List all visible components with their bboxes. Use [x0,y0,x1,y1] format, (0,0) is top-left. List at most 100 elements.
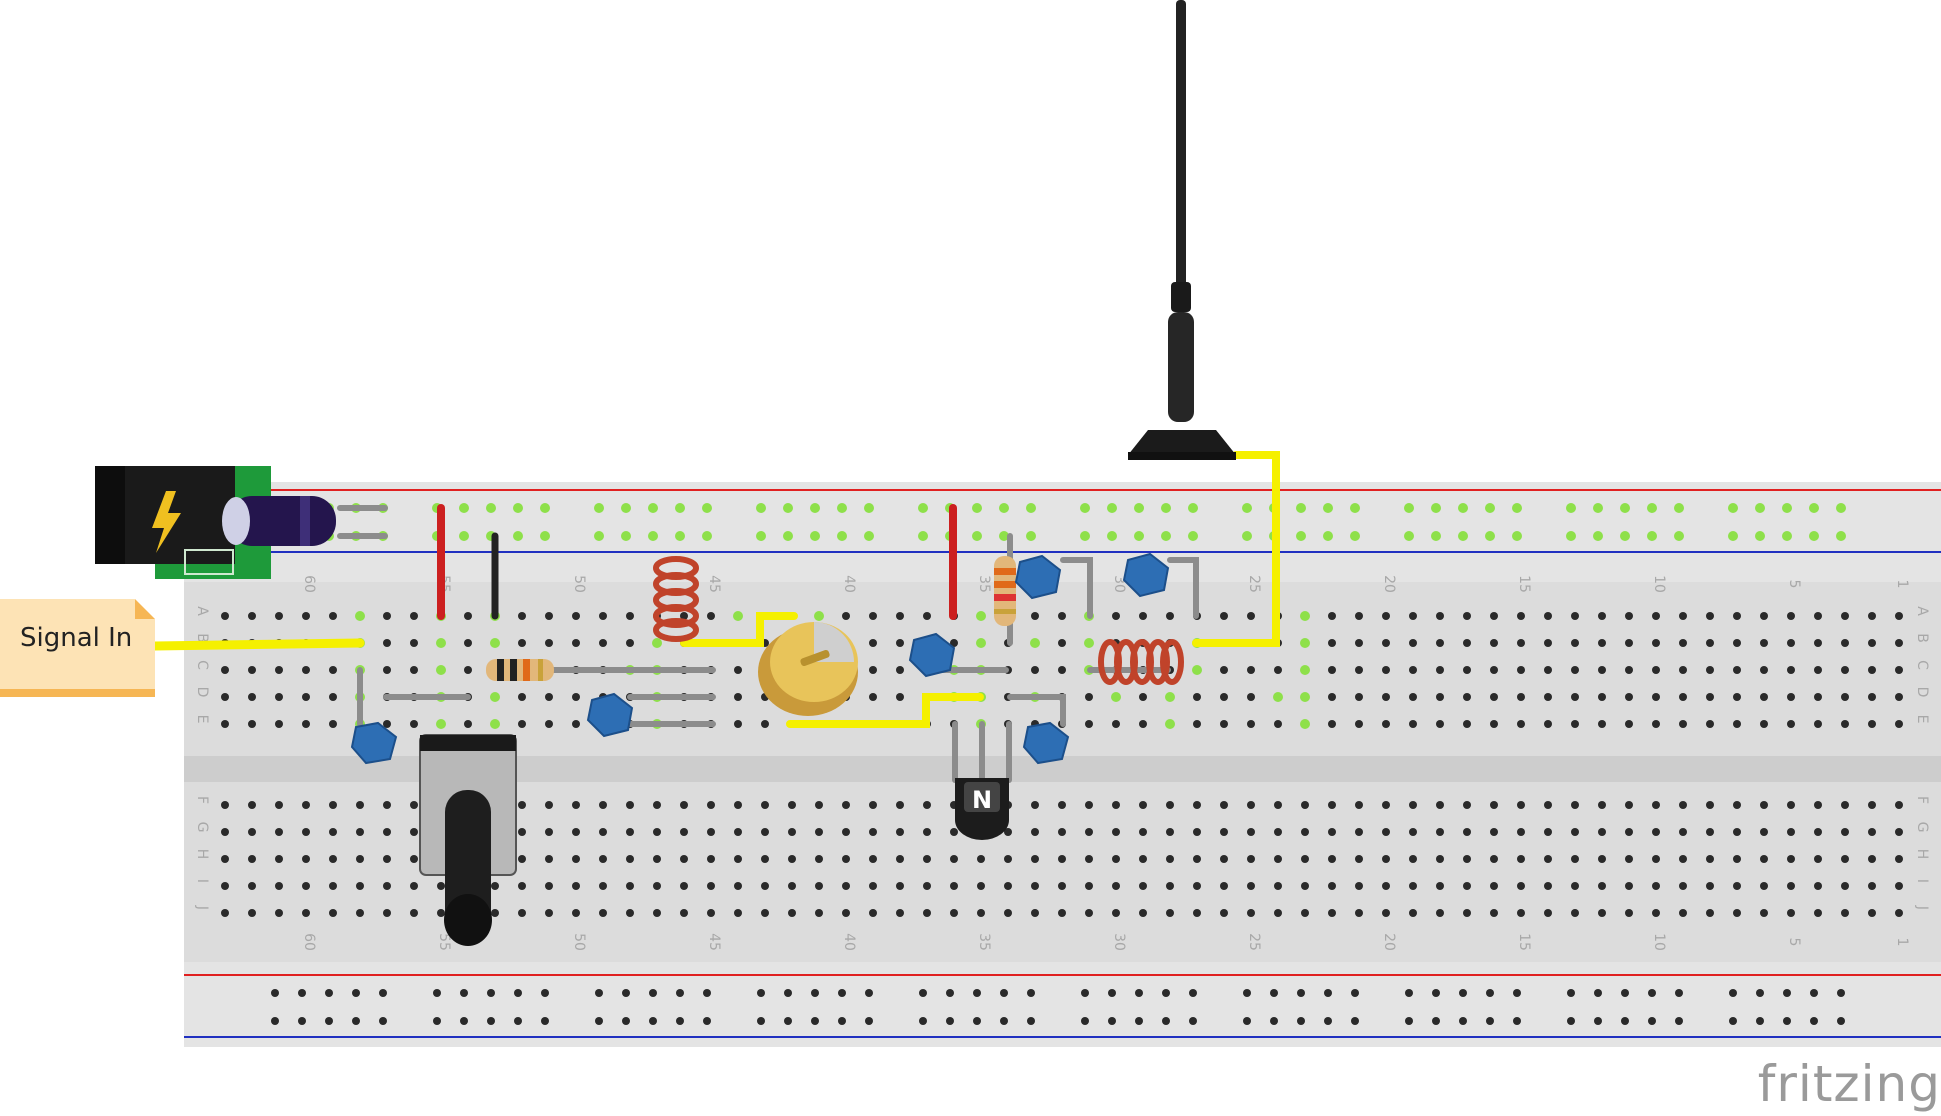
hole [1486,989,1494,997]
hole [1512,531,1522,541]
hole [1030,638,1040,648]
hole [248,666,256,674]
hole [1165,719,1175,729]
hole [1355,720,1363,728]
board-label: 10 [1651,575,1667,593]
hole [1868,666,1876,674]
hole [248,855,256,863]
hole [869,612,877,620]
hole [1782,531,1792,541]
hole [815,801,823,809]
hole [595,1017,603,1025]
board-label: D [1914,687,1930,698]
hole [1458,503,1468,513]
hole [653,855,661,863]
hole [1220,855,1228,863]
hole [329,612,337,620]
hole [1760,612,1768,620]
hole [1652,801,1660,809]
board-label: 20 [1381,933,1397,951]
hole [1355,828,1363,836]
hole [1058,612,1066,620]
hole [1679,612,1687,620]
hole [1728,531,1738,541]
wires [150,451,1280,783]
hole [653,828,661,836]
hole [1409,909,1417,917]
hole [383,666,391,674]
hole [1463,882,1471,890]
hole [410,612,418,620]
board-label: 40 [841,933,857,951]
hole [1382,612,1390,620]
hole [918,503,928,513]
hole [1350,503,1360,513]
hole [1139,882,1147,890]
hole [1270,989,1278,997]
hole [1409,612,1417,620]
hole [594,503,604,513]
hole [1161,503,1171,513]
hole [1166,909,1174,917]
hole [1706,639,1714,647]
hole [648,503,658,513]
hole [1868,855,1876,863]
hole [545,693,553,701]
board-label: 20 [1381,575,1397,593]
npn-transistor: N [955,778,1009,840]
hole [1787,828,1795,836]
board-label: H [194,849,210,860]
hole [1544,801,1552,809]
hole [842,801,850,809]
hole [1625,720,1633,728]
hole [1301,909,1309,917]
hole [379,1017,387,1025]
potentiometer [419,734,517,946]
hole [946,989,954,997]
hole [1242,503,1252,513]
hole [1220,828,1228,836]
hole [1328,720,1336,728]
hole [329,720,337,728]
top-power-rail-strip [184,482,1941,582]
hole [545,882,553,890]
hole [1463,909,1471,917]
hole [1135,1017,1143,1025]
hole [1409,801,1417,809]
hole [1242,531,1252,541]
hole [221,612,229,620]
hole [1490,801,1498,809]
hole [1301,882,1309,890]
hole [810,531,820,541]
hole [248,801,256,809]
hole [923,612,931,620]
board-label: J [194,905,210,910]
hole [761,855,769,863]
hole [1571,801,1579,809]
transistor-marking: N [972,786,992,814]
hole [1814,639,1822,647]
hole [1652,855,1660,863]
hole [1135,989,1143,997]
board-label: 50 [571,575,587,593]
hole [248,909,256,917]
hole [329,909,337,917]
board-label: 30 [1111,575,1127,593]
hole [1895,639,1903,647]
hole [1814,666,1822,674]
hole [572,909,580,917]
hole [491,882,499,890]
hole [1486,1017,1494,1025]
hole [599,828,607,836]
hole [896,693,904,701]
hole [302,666,310,674]
dc-power-jack [95,466,271,579]
hole [1625,909,1633,917]
hole [491,909,499,917]
hole [977,882,985,890]
hole [756,503,766,513]
hole [838,1017,846,1025]
hole [1409,855,1417,863]
hole [1463,666,1471,674]
hole [1760,666,1768,674]
